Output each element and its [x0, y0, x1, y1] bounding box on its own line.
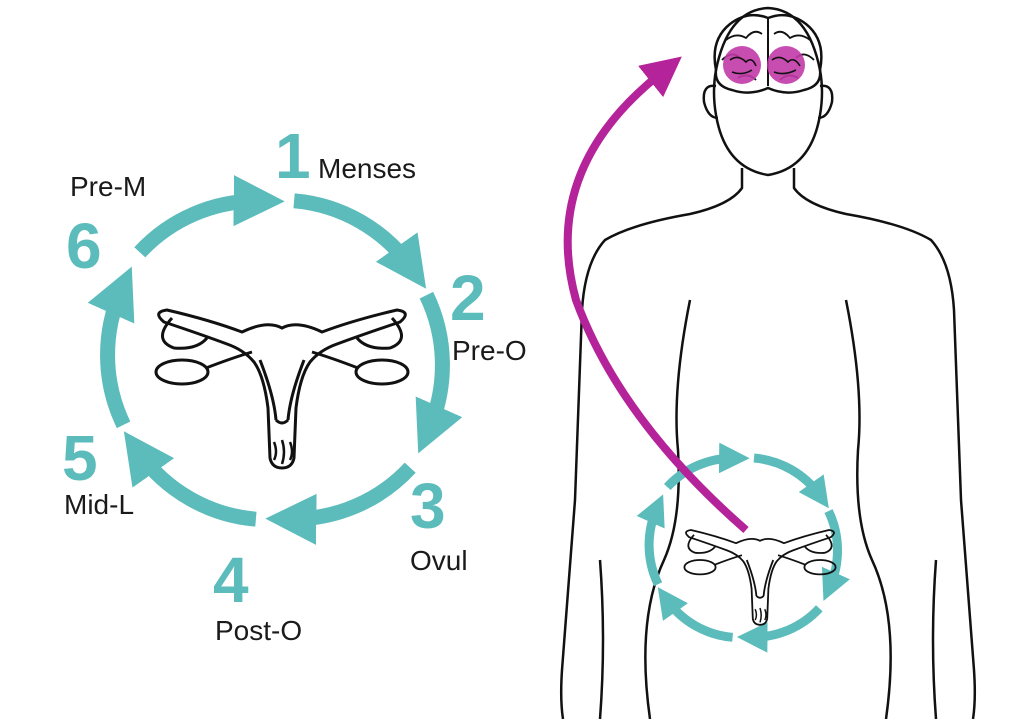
cycle-ring: [87, 175, 463, 545]
phase-label-pre-o: Pre-O: [452, 335, 527, 366]
phase-numbers: 1 2 3 4 5 6: [62, 120, 486, 616]
cycle-arrows-icon: [636, 442, 850, 653]
phase-label-post-o: Post-O: [215, 615, 302, 646]
signal-arrow-icon: [563, 56, 749, 534]
cycle-arc-5: [87, 266, 135, 429]
phase-label-menses: Menses: [318, 153, 416, 184]
phase-labels: Menses Pre-O Ovul Post-O Mid-L Pre-M: [64, 153, 527, 646]
phase-number-4: 4: [213, 544, 249, 616]
cycle-arc-4: [123, 431, 257, 527]
brain-icon: [713, 13, 823, 94]
brain-highlight-left: [723, 46, 761, 84]
cycle-arc-3: [265, 462, 416, 545]
phase-number-6: 6: [66, 210, 102, 282]
phase-number-3: 3: [410, 470, 446, 542]
phase-number-1: 1: [275, 120, 311, 192]
phase-number-2: 2: [450, 262, 486, 334]
phase-label-pre-m: Pre-M: [70, 171, 146, 202]
cycle-arc-2: [415, 291, 463, 454]
cycle-arc-1: [293, 193, 427, 289]
phase-label-ovul: Ovul: [410, 545, 468, 576]
uterus-icon: [154, 308, 410, 470]
human-silhouette-icon: [559, 6, 977, 719]
brain-highlight-right: [767, 46, 805, 84]
phase-number-5: 5: [62, 422, 98, 494]
cycle-arc-6: [134, 175, 285, 258]
phase-label-mid-l: Mid-L: [64, 489, 134, 520]
